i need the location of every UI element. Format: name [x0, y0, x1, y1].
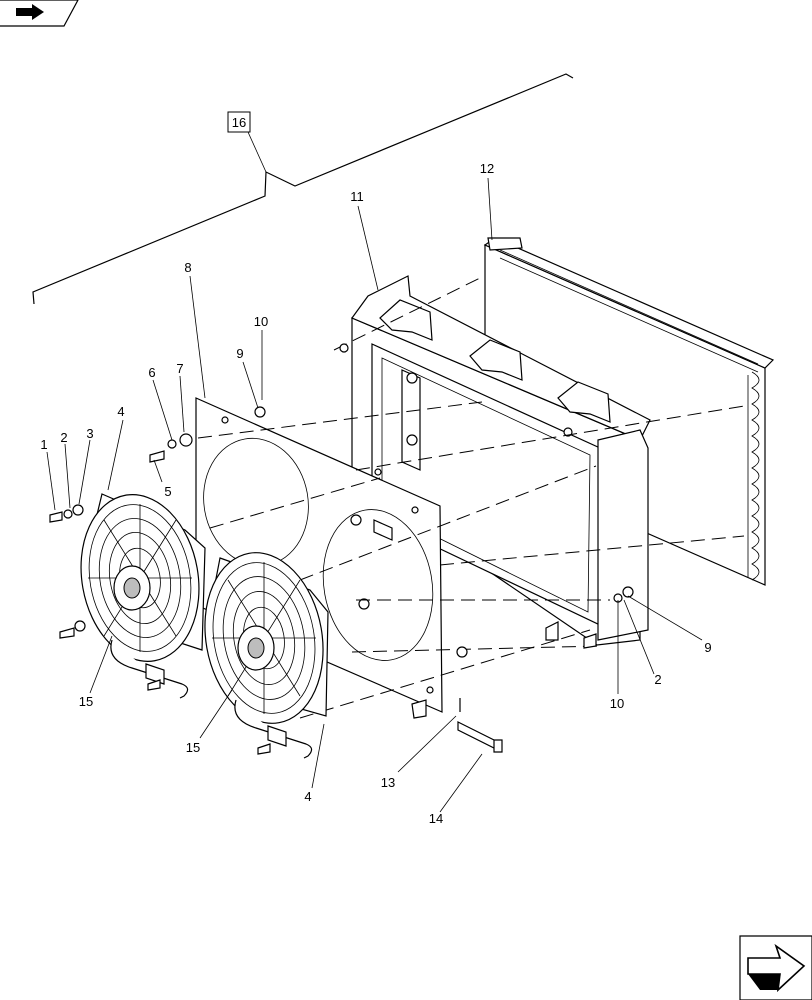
fan-shroud-frame — [351, 275, 651, 646]
reference-label-16: 16 — [232, 115, 246, 130]
callout-2-right: 2 — [654, 672, 661, 687]
callout-9-top: 9 — [236, 346, 243, 361]
electric-fan-right — [204, 552, 329, 759]
callout-6: 6 — [148, 365, 155, 380]
callout-4-bottom: 4 — [304, 789, 311, 804]
callout-2: 2 — [60, 430, 67, 445]
radiator-fins — [751, 371, 760, 581]
callout-7: 7 — [176, 361, 183, 376]
electric-fan-left — [80, 493, 206, 699]
callout-15-left: 15 — [79, 694, 93, 709]
next-page-arrow-icon — [747, 943, 806, 993]
assembly-guide-lines — [197, 277, 745, 719]
callout-14: 14 — [429, 811, 443, 826]
callout-12: 12 — [480, 161, 494, 176]
fastener-hardware — [49, 343, 634, 755]
callout-3: 3 — [86, 426, 93, 441]
next-page-button[interactable] — [739, 935, 812, 1000]
callout-10-right: 10 — [610, 696, 624, 711]
callout-5: 5 — [164, 484, 171, 499]
callout-8: 8 — [184, 260, 191, 275]
back-nav-button[interactable] — [0, 0, 79, 27]
callout-11: 11 — [350, 189, 364, 204]
back-arrow-icon — [16, 4, 44, 20]
leader-lines — [46, 177, 703, 813]
callout-9-right: 9 — [704, 640, 711, 655]
callout-10-top: 10 — [254, 314, 268, 329]
callout-numbers: 1 2 3 4 5 6 7 8 9 10 11 12 9 2 10 15 15 … — [40, 161, 711, 826]
callout-13: 13 — [381, 775, 395, 790]
callout-4: 4 — [117, 404, 124, 419]
callout-15-right: 15 — [186, 740, 200, 755]
assembly-group-bracket: 16 — [32, 73, 574, 305]
callout-1: 1 — [40, 437, 47, 452]
